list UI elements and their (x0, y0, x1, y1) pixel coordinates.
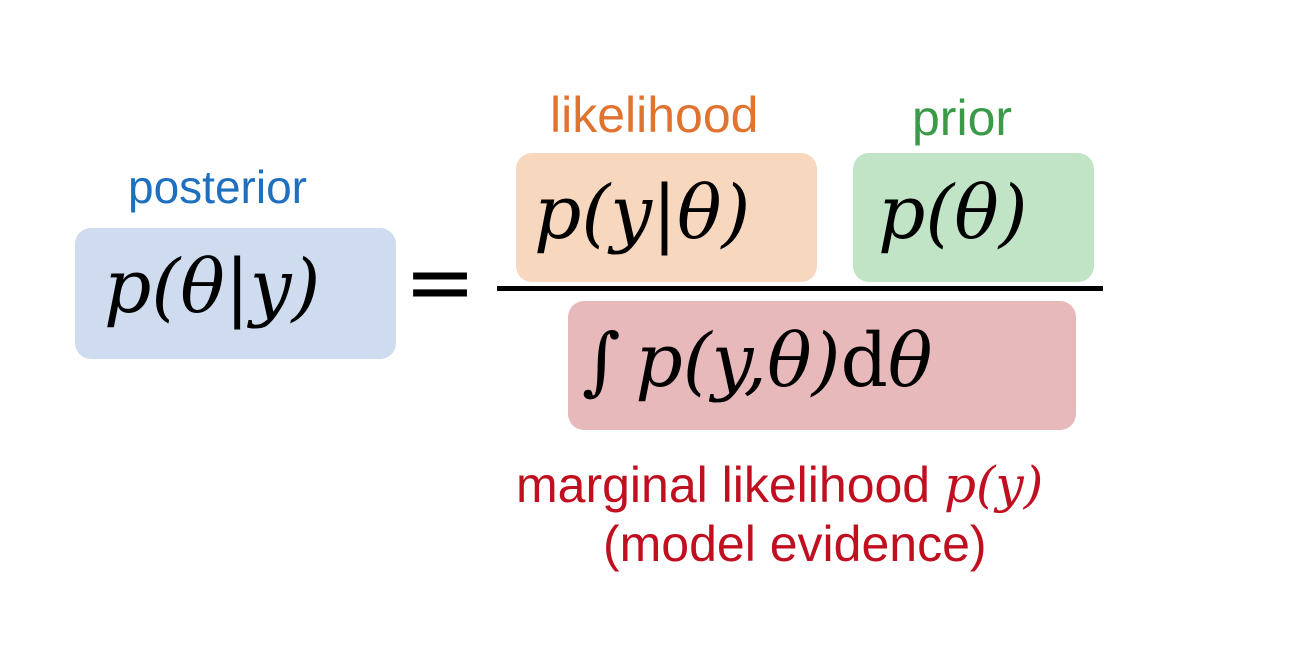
evidence-box (568, 301, 1076, 430)
prior-label: prior (912, 90, 1013, 146)
fraction-bar (497, 286, 1103, 291)
posterior-label: posterior (128, 161, 307, 213)
evidence-integral: ∫ p(y,θ)dθ (582, 318, 932, 404)
differential-d: d (840, 318, 888, 404)
equals-sign: = (404, 232, 477, 332)
prior-box (853, 153, 1094, 282)
likelihood-box (516, 153, 817, 282)
prior-expression: p(θ) (878, 170, 1028, 256)
integrand-expression: p(y,θ) (635, 318, 841, 404)
marginal-likelihood-text: marginal likelihood (516, 457, 931, 513)
differential-variable: θ (887, 318, 933, 404)
integral-sign: ∫ (582, 318, 621, 404)
model-evidence-label: (model evidence) (603, 516, 987, 572)
likelihood-label: likelihood (550, 87, 759, 143)
posterior-expression: p(θ|y) (104, 244, 321, 330)
posterior-box (75, 228, 396, 359)
marginal-likelihood-math: p(y) (944, 456, 1044, 514)
marginal-likelihood-label: marginal likelihood p(y) (516, 456, 1043, 514)
likelihood-expression: p(y|θ) (534, 170, 751, 256)
